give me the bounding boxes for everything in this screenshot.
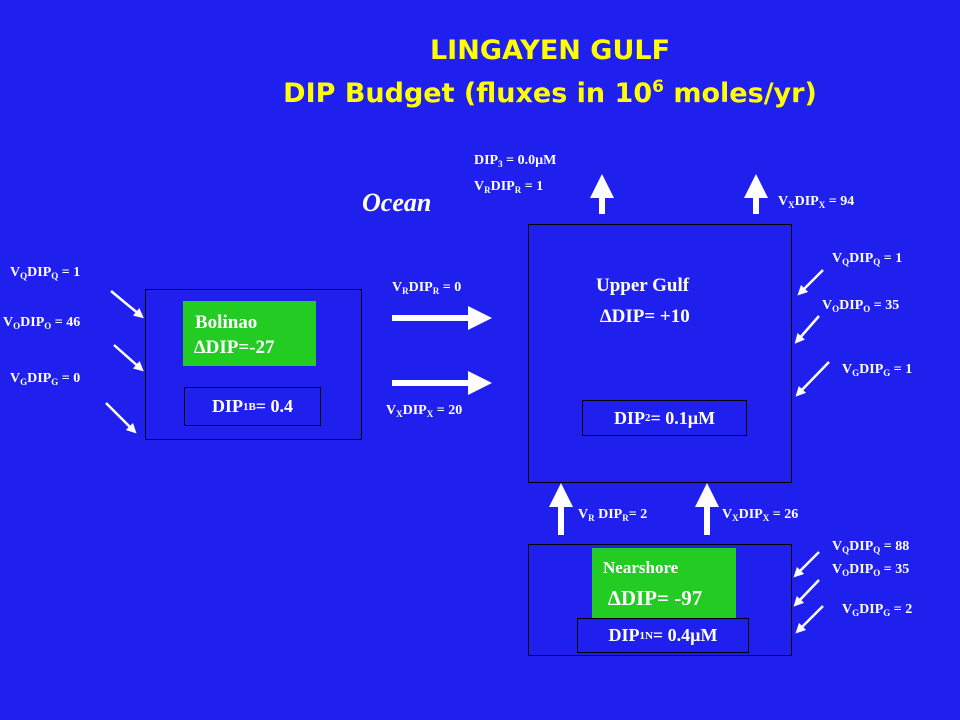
bolinao-o-label: VODIPO = 46 <box>3 315 81 331</box>
exchange-x-label: VXDIPX = 20 <box>386 403 463 419</box>
nearshore-delta: ∆DIP= -97 <box>608 586 703 610</box>
arrow-near-o <box>793 579 820 607</box>
bolinao-name: Bolinao <box>195 312 258 333</box>
upper-gulf-delta: ∆DIP= +10 <box>600 306 690 327</box>
nearshore-name: Nearshore <box>603 558 679 577</box>
upper-gulf-box <box>528 224 792 483</box>
arrow-upper-q <box>797 269 824 296</box>
ocean-label: Ocean <box>362 188 432 217</box>
upper-gulf-name: Upper Gulf <box>596 275 690 296</box>
near-q-label: VQDIPQ = 88 <box>832 539 910 555</box>
arrow-bolinao-g <box>105 402 137 434</box>
near-r-label: VR DIPR= 2 <box>578 507 648 523</box>
upper-q-label: VQDIPQ = 1 <box>832 251 903 267</box>
arrow-near-g <box>795 605 824 634</box>
arrow-near-q <box>793 551 820 578</box>
bolinao-delta: ∆DIP=-27 <box>194 337 275 358</box>
bolinao-green-panel <box>183 301 316 366</box>
near-x-label: VXDIPX = 26 <box>722 507 799 523</box>
arrow-upper-o <box>794 315 820 344</box>
bolinao-g-label: VGDIPG = 0 <box>10 371 81 387</box>
title-line-1: LINGAYEN GULF <box>429 35 671 66</box>
out-x-label: VXDIPX = 94 <box>778 194 855 210</box>
upper-g-label: VGDIPG = 1 <box>842 362 913 378</box>
arrow-upper-g <box>795 361 830 397</box>
ocean-dip-label: DIP3 = 0.0µM <box>474 153 557 169</box>
title-line-2: DIP Budget (fluxes in 106 moles/yr) <box>283 77 817 109</box>
bolinao-q-label: VQDIPQ = 1 <box>10 265 81 281</box>
arrow-bolinao-q <box>110 290 144 319</box>
near-o-label: VODIPO = 35 <box>832 562 910 578</box>
out-r-label: VRDIPR = 1 <box>474 179 544 195</box>
exchange-r-label: VRDIPR = 0 <box>392 280 462 296</box>
arrow-bolinao-o <box>113 344 144 372</box>
near-g-label: VGDIPG = 2 <box>842 602 913 618</box>
nearshore-green-panel <box>592 548 736 618</box>
upper-o-label: VODIPO = 35 <box>822 298 900 314</box>
